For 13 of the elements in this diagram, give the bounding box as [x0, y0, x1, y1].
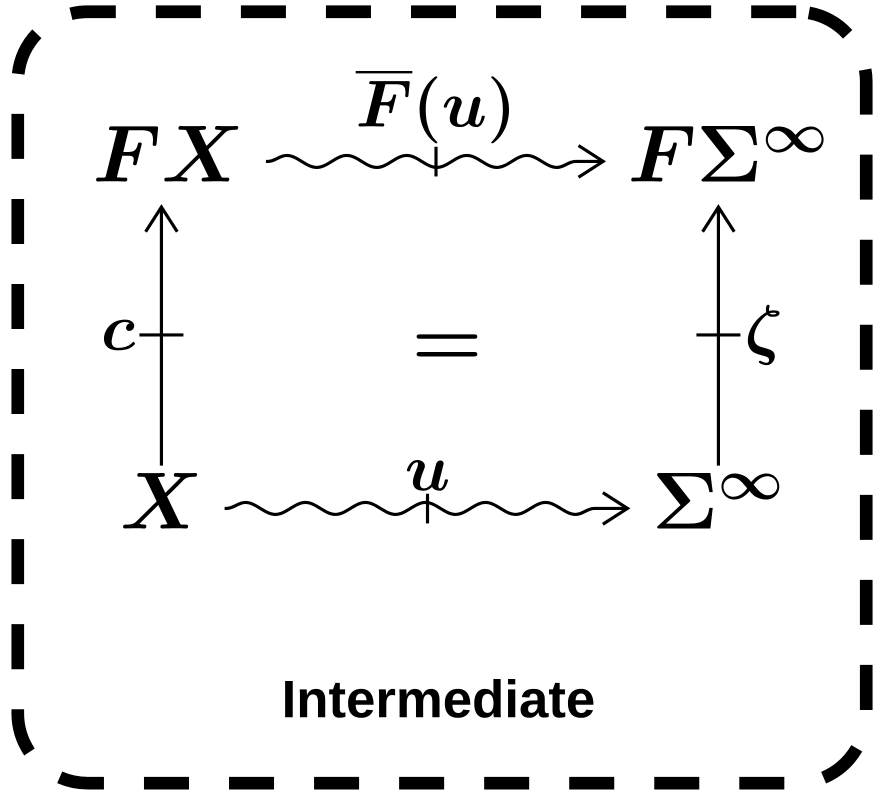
math-object: $F \Sigma^{\infty}$ [631, 126, 824, 182]
edge-label: $c$ [97, 316, 139, 354]
math-object: $F X$ [96, 126, 238, 182]
arrow [266, 144, 606, 179]
arrow [696, 204, 740, 466]
equals-sign: $=$ [416, 334, 478, 356]
edge-label: $\zeta$ [741, 302, 786, 368]
math-object: $X$ [123, 472, 198, 528]
math-object: $\Sigma^{\infty}$ [657, 472, 780, 528]
edge-label: $\overline{F}(u)$ [352, 65, 520, 147]
edge-label: $u$ [401, 457, 454, 494]
arrow [139, 204, 184, 466]
arrow [224, 491, 630, 526]
